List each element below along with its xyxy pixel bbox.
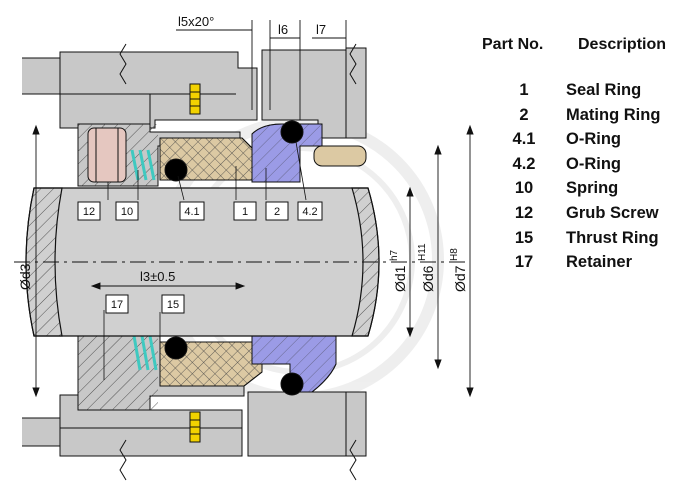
legend-part-no: 4.2 xyxy=(512,154,536,173)
legend-description: Spring xyxy=(566,179,619,198)
legend-part-no: 2 xyxy=(519,105,529,124)
parts-legend: Part No. Description 1 Seal Ring 2 Mating … xyxy=(482,36,698,275)
seal-assembly-upper xyxy=(77,120,367,187)
dim-d6-tol: H11 xyxy=(417,243,428,261)
housing-upper xyxy=(22,43,367,139)
dim-d1: Ød1 xyxy=(392,265,408,292)
dim-d3: Ød3 xyxy=(17,263,33,290)
o-ring-lower-b xyxy=(280,372,304,396)
seal-cross-section-drawing: l5x20° l6 l7 l3±0.5 Ød3 Ød1 h7 Ød6 H11 Ø… xyxy=(14,14,474,481)
legend-row: 4.2 O-Ring xyxy=(482,152,698,177)
legend-part-no: 10 xyxy=(514,179,534,198)
legend-part-no: 17 xyxy=(514,253,534,272)
dim-d7: Ød7 xyxy=(452,265,468,292)
dim-d7-tol: H8 xyxy=(449,248,460,261)
dim-l7: l7 xyxy=(316,22,326,37)
legend-part-no: 4.1 xyxy=(512,130,536,149)
legend-part-no: 12 xyxy=(514,203,534,222)
callouts-lower: 17 15 xyxy=(105,294,185,314)
legend-part-no: 15 xyxy=(514,228,534,247)
retainer-pin xyxy=(313,145,367,167)
seal-assembly-lower xyxy=(77,335,337,411)
legend-description: O-Ring xyxy=(566,130,621,149)
dim-l6: l6 xyxy=(278,22,288,37)
svg-text:10: 10 xyxy=(121,206,133,218)
callout-4-1: 4.1 xyxy=(179,201,205,221)
callout-10: 10 xyxy=(115,201,139,221)
legend-row: 12 Grub Screw xyxy=(482,201,698,226)
svg-text:15: 15 xyxy=(167,299,179,311)
svg-text:12: 12 xyxy=(83,206,95,218)
svg-text:4.2: 4.2 xyxy=(302,206,317,218)
legend-row: 17 Retainer xyxy=(482,250,698,275)
callout-4-2: 4.2 xyxy=(297,201,323,221)
callouts-upper: 12 10 4.1 1 2 4.2 xyxy=(77,201,323,221)
legend-description: O-Ring xyxy=(566,154,621,173)
dimension-lines xyxy=(32,20,474,398)
svg-text:4.1: 4.1 xyxy=(184,206,199,218)
svg-text:2: 2 xyxy=(274,206,280,218)
legend-row: 4.1 O-Ring xyxy=(482,127,698,152)
legend-row: 10 Spring xyxy=(482,176,698,201)
housing-lower xyxy=(22,391,367,481)
legend-description: Retainer xyxy=(566,253,633,272)
legend-row: 15 Thrust Ring xyxy=(482,226,698,251)
callout-12: 12 xyxy=(77,201,101,221)
legend-header-part-no: Part No. xyxy=(482,36,544,53)
leader-lines xyxy=(103,141,307,380)
legend-row: 2 Mating Ring xyxy=(482,103,698,128)
o-ring-lower-a xyxy=(164,336,188,360)
svg-text:1: 1 xyxy=(242,206,248,218)
svg-text:17: 17 xyxy=(111,299,123,311)
dim-l3: l3±0.5 xyxy=(140,269,175,284)
legend-description: Seal Ring xyxy=(566,81,642,99)
dim-d1-tol: h7 xyxy=(389,249,400,261)
callout-15: 15 xyxy=(161,294,185,314)
spring-lower xyxy=(132,335,158,371)
legend-header: Part No. Description xyxy=(482,36,698,54)
callout-2: 2 xyxy=(265,201,289,221)
legend-description: Mating Ring xyxy=(566,105,661,124)
dim-d6: Ød6 xyxy=(420,265,436,292)
legend-header-description: Description xyxy=(578,36,667,53)
dim-l5: l5x20° xyxy=(178,14,214,29)
callout-17: 17 xyxy=(105,294,129,314)
grub-screw xyxy=(87,127,127,183)
o-ring-4-2 xyxy=(280,120,304,144)
legend-part-no: 1 xyxy=(519,81,529,99)
o-ring-4-1 xyxy=(164,158,188,182)
legend-description: Thrust Ring xyxy=(566,228,659,247)
callout-1: 1 xyxy=(233,201,257,221)
legend-row: 1 Seal Ring xyxy=(482,78,698,103)
spring-upper xyxy=(130,149,156,181)
legend-description: Grub Screw xyxy=(566,203,659,222)
